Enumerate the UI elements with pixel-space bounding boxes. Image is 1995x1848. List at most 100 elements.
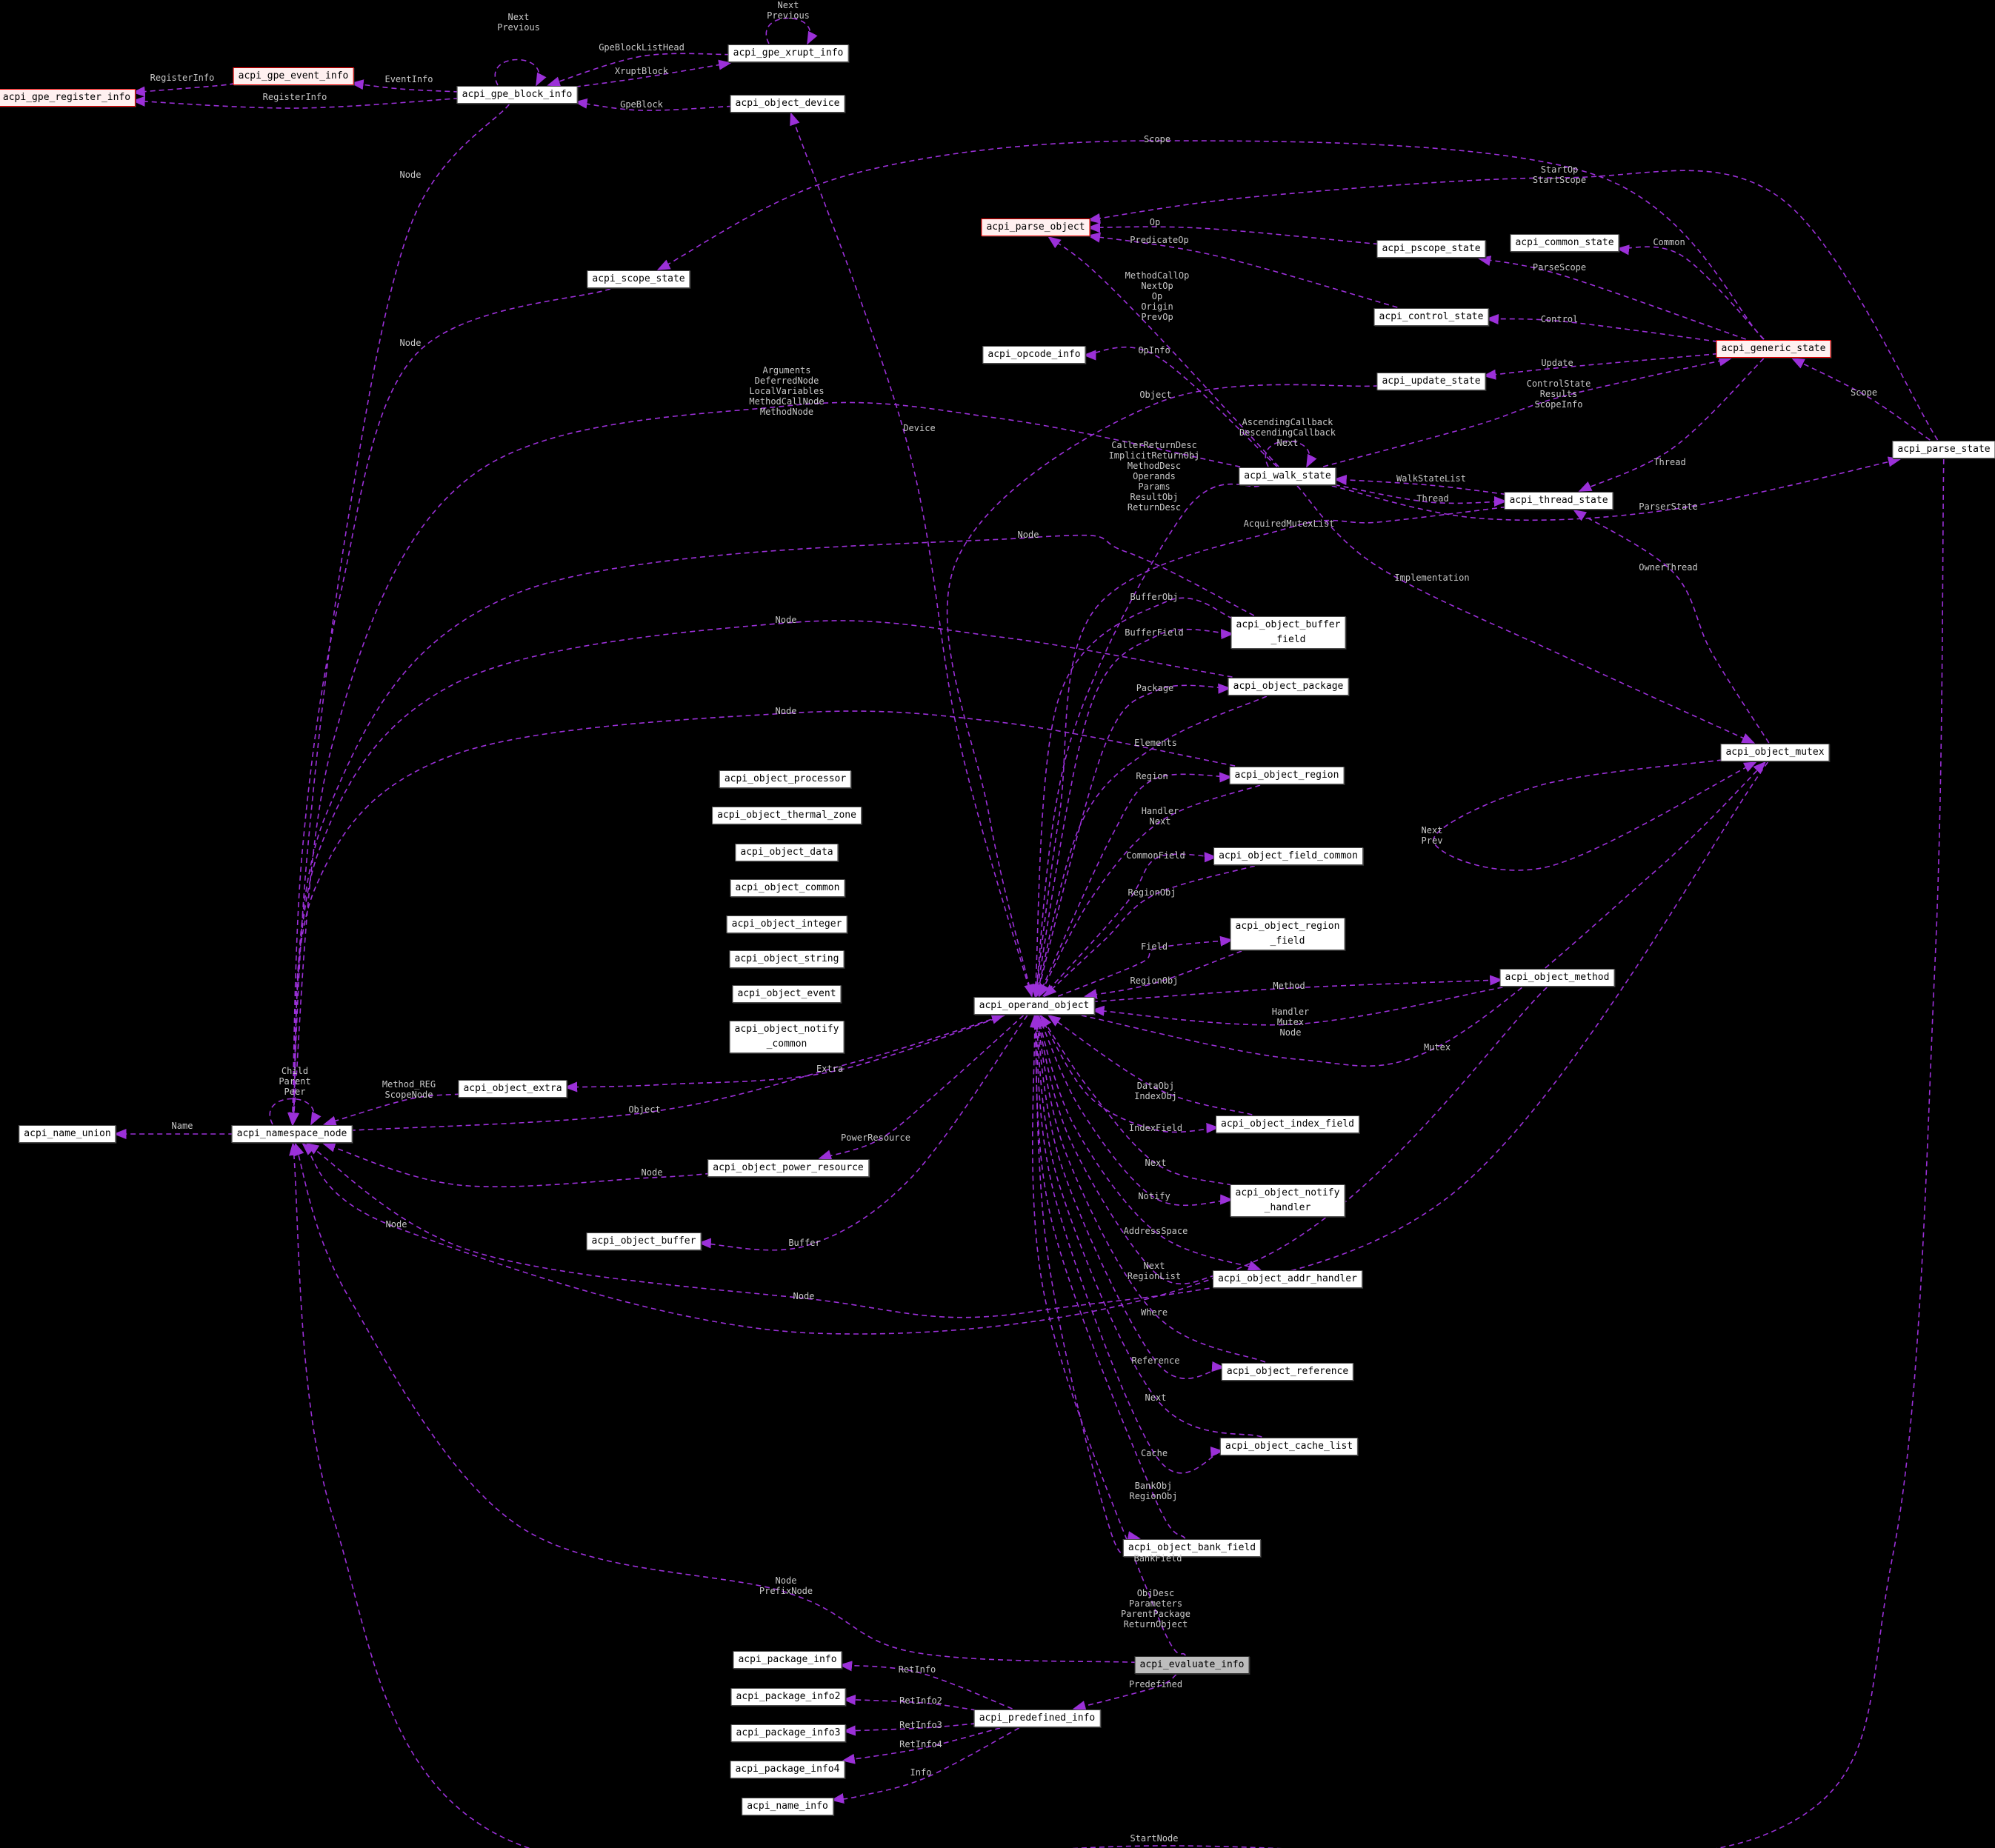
edge-operand_object-to-region_field xyxy=(1058,935,1233,997)
edge-predefined_info-to-package_info4 xyxy=(842,1727,1001,1764)
edge-bank_field-to-operand_object xyxy=(1030,1014,1186,1539)
edge-operand_object-to-power_resource xyxy=(818,1015,1025,1161)
edge-thread_state-to-walk_state xyxy=(1333,474,1506,496)
edge-object_extra-to-namespace_node xyxy=(323,1093,460,1127)
node-object_extra[interactable]: acpi_object_extra xyxy=(458,1080,567,1098)
edge-operand_object-to-cache_list xyxy=(1034,1015,1224,1474)
edge-gpe_block_info-to-namespace_node xyxy=(287,104,510,1126)
edge-predefined_info-to-name_info xyxy=(830,1727,1019,1804)
edge-region_field-to-operand_object xyxy=(1084,950,1242,999)
node-field_common[interactable]: acpi_object_field_common xyxy=(1213,847,1363,865)
node-gpe_xrupt_info[interactable]: acpi_gpe_xrupt_info xyxy=(727,44,849,62)
node-package_info4[interactable]: acpi_package_info4 xyxy=(730,1761,845,1778)
node-method[interactable]: acpi_object_method xyxy=(1499,969,1615,987)
edge-generic_state-to-pscope_state xyxy=(1477,256,1746,340)
edge-operand_object-to-package xyxy=(1036,683,1231,997)
node-object_data[interactable]: acpi_object_data xyxy=(735,844,839,861)
node-addr_handler[interactable]: acpi_object_addr_handler xyxy=(1213,1270,1362,1288)
edge-notify_handler-to-operand_object xyxy=(1039,1014,1233,1186)
edge-walk_state-to-object_mutex xyxy=(1296,485,1756,744)
edge-gpe_block_info-to-gpe_block_info xyxy=(494,59,547,87)
edge-walk_state-to-generic_state xyxy=(1322,356,1733,467)
node-power_resource[interactable]: acpi_object_power_resource xyxy=(707,1159,869,1177)
node-name_union[interactable]: acpi_name_union xyxy=(19,1125,116,1143)
node-notify_common[interactable]: acpi_object_notify _common xyxy=(729,1021,845,1053)
edge-walk_state-to-operand_object xyxy=(1031,483,1260,998)
node-package_info3[interactable]: acpi_package_info3 xyxy=(730,1724,846,1742)
node-thermal_zone[interactable]: acpi_object_thermal_zone xyxy=(712,807,862,824)
edge-thread_state-to-operand_object xyxy=(1031,506,1506,998)
edge-addr_handler-to-operand_object xyxy=(1034,1014,1216,1285)
node-object_common[interactable]: acpi_object_common xyxy=(730,879,845,897)
edge-gpe_xrupt_info-to-gpe_block_info xyxy=(547,53,730,87)
node-scope_state[interactable]: acpi_scope_state xyxy=(587,270,690,288)
node-reference[interactable]: acpi_object_reference xyxy=(1221,1363,1354,1381)
edge-generic_state-to-common_state xyxy=(1616,244,1765,340)
node-gpe_register_info[interactable]: acpi_gpe_register_info xyxy=(0,89,136,107)
node-parse_state[interactable]: acpi_parse_state xyxy=(1892,441,1995,458)
node-gpe_event_info[interactable]: acpi_gpe_event_info xyxy=(233,67,354,85)
edge-operand_object-to-index_field xyxy=(1039,1015,1220,1134)
node-package[interactable]: acpi_object_package xyxy=(1228,678,1349,695)
edge-field_common-to-operand_object xyxy=(1043,865,1256,998)
node-object_buffer[interactable]: acpi_object_buffer xyxy=(586,1232,702,1250)
node-region[interactable]: acpi_object_region xyxy=(1229,767,1345,784)
edge-buffer_field-to-namespace_node xyxy=(289,534,1255,1126)
edge-power_resource-to-namespace_node xyxy=(322,1141,711,1187)
node-namespace_node[interactable]: acpi_namespace_node xyxy=(231,1125,353,1143)
node-integer[interactable]: acpi_object_integer xyxy=(726,915,847,933)
edge-evaluate_info-to-namespace_node xyxy=(294,1142,1137,1664)
edge-operand_object-to-bank_field xyxy=(1033,1015,1141,1556)
node-thread_state[interactable]: acpi_thread_state xyxy=(1504,492,1613,510)
node-common_state[interactable]: acpi_common_state xyxy=(1510,234,1619,252)
node-pscope_state[interactable]: acpi_pscope_state xyxy=(1376,240,1486,258)
node-operand_object[interactable]: acpi_operand_object xyxy=(973,997,1095,1015)
edge-predefined_info-to-package_info xyxy=(839,1661,1013,1709)
edge-generic_state-to-thread_state xyxy=(1578,358,1765,492)
edge-gpe_block_info-to-gpe_xrupt_info xyxy=(575,59,732,87)
edge-package-to-operand_object xyxy=(1034,695,1268,998)
node-processor[interactable]: acpi_object_processor xyxy=(719,770,852,788)
node-package_info[interactable]: acpi_package_info xyxy=(733,1651,842,1669)
node-opcode_info[interactable]: acpi_opcode_info xyxy=(982,346,1086,364)
node-string[interactable]: acpi_object_string xyxy=(729,950,845,968)
edge-namespace_node-to-operand_object xyxy=(350,1014,1005,1131)
node-parse_object[interactable]: acpi_parse_object xyxy=(981,219,1090,236)
node-cache_list[interactable]: acpi_object_cache_list xyxy=(1219,1438,1359,1455)
node-gpe_block_info[interactable]: acpi_gpe_block_info xyxy=(456,86,578,104)
edge-parse_state-to-namespace_node xyxy=(289,458,1945,1848)
node-evaluate_info[interactable]: acpi_evaluate_info xyxy=(1134,1656,1250,1674)
node-index_field[interactable]: acpi_object_index_field xyxy=(1215,1115,1360,1133)
node-object_device[interactable]: acpi_object_device xyxy=(730,95,845,113)
edge-package-to-namespace_node xyxy=(288,620,1233,1126)
edge-parse_state-to-generic_state xyxy=(1791,358,1931,441)
node-update_state[interactable]: acpi_update_state xyxy=(1376,373,1486,390)
edge-walk_state-to-parse_object xyxy=(1048,236,1279,467)
edge-predefined_info-to-package_info3 xyxy=(842,1723,976,1736)
edge-operand_object-to-object_buffer xyxy=(698,1015,1028,1251)
node-control_state[interactable]: acpi_control_state xyxy=(1373,308,1489,326)
edge-walk_state-to-parse_state xyxy=(1331,456,1902,521)
node-name_info[interactable]: acpi_name_info xyxy=(742,1798,833,1815)
node-generic_state[interactable]: acpi_generic_state xyxy=(1716,340,1831,358)
node-walk_state[interactable]: acpi_walk_state xyxy=(1239,467,1336,485)
node-package_info2[interactable]: acpi_package_info2 xyxy=(730,1688,846,1706)
edge-operand_object-to-buffer_field xyxy=(1035,628,1234,997)
node-object_mutex[interactable]: acpi_object_mutex xyxy=(1720,744,1830,761)
node-buffer_field[interactable]: acpi_object_buffer _field xyxy=(1230,616,1346,649)
edge-cache_list-to-operand_object xyxy=(1032,1014,1262,1438)
edge-operand_object-to-notify_handler xyxy=(1038,1015,1233,1207)
node-bank_field[interactable]: acpi_object_bank_field xyxy=(1122,1539,1262,1557)
node-region_field[interactable]: acpi_object_region _field xyxy=(1230,918,1345,950)
edge-operand_object-to-reference xyxy=(1035,1015,1225,1379)
edge-object_mutex-to-thread_state xyxy=(1573,510,1770,744)
edge-namespace_node-to-namespace_node xyxy=(269,1098,322,1126)
node-event[interactable]: acpi_object_event xyxy=(732,985,842,1003)
edge-method-to-operand_object xyxy=(1091,987,1503,1026)
node-predefined_info[interactable]: acpi_predefined_info xyxy=(973,1709,1101,1727)
node-notify_handler[interactable]: acpi_object_notify _handler xyxy=(1230,1184,1345,1217)
edge-buffer_field-to-operand_object xyxy=(1030,597,1233,998)
edge-pscope_state-to-parse_object xyxy=(1087,222,1379,245)
